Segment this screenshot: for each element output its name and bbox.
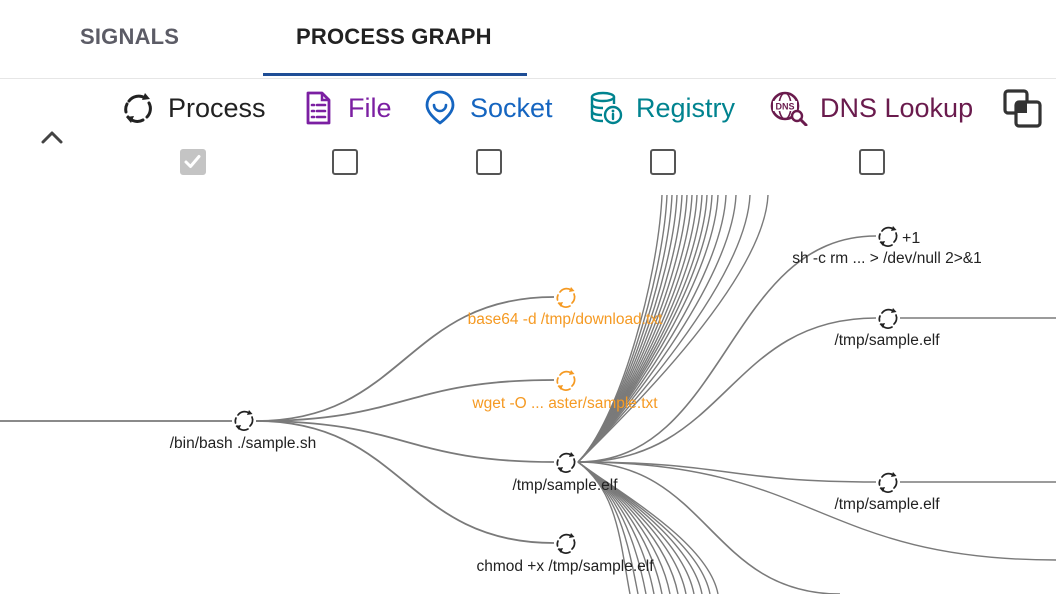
edge-root-chmod [255,420,555,544]
edge-fan-up [577,195,698,463]
edge-fan-up [577,195,663,463]
process-graph-canvas[interactable]: /bin/bash ./sample.sh base64 -d /tmp/dow… [0,195,1056,594]
chevron-up-icon [41,131,63,144]
edge-fan-up [577,195,703,463]
filter-socket-toggle[interactable]: Socket [422,90,553,126]
dns-lookup-icon: DNS [770,91,808,126]
process-icon [124,93,152,123]
node-label: sh -c rm ... > /dev/null 2>&1 [792,250,982,267]
filter-process-checkbox[interactable] [180,149,206,175]
copy-icon [1003,89,1042,128]
node-sh-rm[interactable]: +1 sh -c rm ... > /dev/null 2>&1 [792,225,982,267]
edge-fan-up [577,195,708,463]
node-type-filters: Process File [0,88,1056,188]
edge-root-wget [255,379,555,422]
tab-bar: SIGNALS PROCESS GRAPH [0,0,1056,79]
socket-icon [425,90,455,125]
node-sample-r1[interactable]: /tmp/sample.elf [834,307,940,349]
file-icon [306,91,331,125]
node-label: /tmp/sample.elf [512,477,618,494]
node-badge: +1 [902,230,920,247]
process-graph-svg: /bin/bash ./sample.sh base64 -d /tmp/dow… [0,195,1056,594]
edge-fan-up [577,195,693,463]
tab-process-graph[interactable]: PROCESS GRAPH [296,24,492,49]
edge-fan-up [577,195,683,463]
filter-socket-checkbox[interactable] [476,149,502,175]
edge-fan-up [577,195,727,463]
filter-dns-lookup-label: DNS Lookup [820,93,974,123]
edge-root-sample [255,420,555,463]
filter-file-toggle[interactable]: File [300,90,392,126]
node-root[interactable]: /bin/bash ./sample.sh [170,409,316,452]
node-label: /tmp/sample.elf [834,496,940,513]
filter-dns-lookup-toggle[interactable]: DNS DNS Lookup [768,90,973,126]
registry-icon [590,91,623,125]
filter-registry-toggle[interactable]: Registry [588,90,735,126]
node-sample-r2[interactable]: /tmp/sample.elf [834,471,940,513]
filter-dns-lookup-checkbox[interactable] [859,149,885,175]
filter-process-toggle[interactable]: Process [120,90,266,126]
node-sample-mid[interactable]: /tmp/sample.elf [512,451,618,494]
filter-process-label: Process [168,93,266,123]
filter-registry-label: Registry [636,93,736,123]
node-label: /tmp/sample.elf [834,332,940,349]
edge-fan-down [577,461,719,594]
edge-sample-offscreen-2 [577,461,1056,561]
filter-file-label: File [348,93,392,123]
node-base64[interactable]: base64 -d /tmp/download.txt [468,286,663,328]
filter-registry-checkbox[interactable] [650,149,676,175]
edge-root-base64 [255,296,555,422]
node-label: /bin/bash ./sample.sh [170,435,316,452]
node-chmod[interactable]: chmod +x /tmp/sample.elf [476,532,654,575]
filter-socket-label: Socket [470,93,553,123]
edge-fan-up [577,195,737,463]
edge-sample-r1 [577,317,877,463]
node-label: chmod +x /tmp/sample.elf [476,558,654,575]
filter-file-checkbox[interactable] [332,149,358,175]
collapse-filters-button[interactable] [38,124,66,152]
filter-more-toggle[interactable] [1002,89,1056,128]
edge-sample-shrm [577,235,877,463]
active-tab-indicator [263,73,527,76]
node-wget[interactable]: wget -O ... aster/sample.txt [471,369,658,412]
checkmark-icon [184,155,201,168]
node-label: wget -O ... aster/sample.txt [471,395,658,412]
graph-edges [0,195,1056,594]
node-label: base64 -d /tmp/download.txt [468,311,663,328]
tab-signals[interactable]: SIGNALS [80,24,180,49]
edge-fan-up [577,195,769,463]
edge-sample-offscreen [577,461,841,594]
svg-text:DNS: DNS [775,102,794,112]
edge-sample-r2 [577,461,877,483]
